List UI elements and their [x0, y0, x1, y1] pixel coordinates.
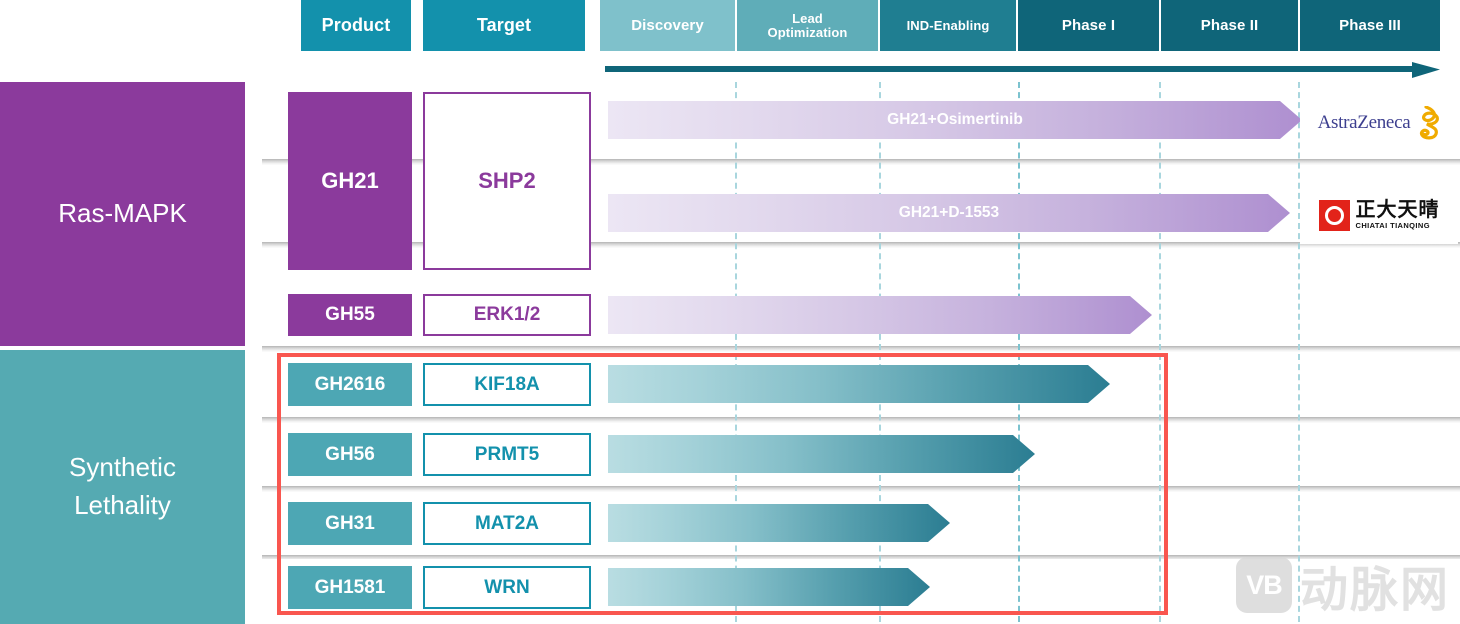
row-separator — [262, 346, 1460, 352]
target-cell-mat2a[interactable]: MAT2A — [423, 502, 591, 545]
category-block-ras-mapk: Ras-MAPK — [0, 82, 245, 346]
target-cell-prmt5[interactable]: PRMT5 — [423, 433, 591, 476]
column-header-product-label: Product — [321, 15, 391, 36]
product-cell-gh56[interactable]: GH56 — [288, 433, 412, 476]
partner-logo-chiatai-tianqing: 正大天晴 CHIATAI TIANQING — [1300, 186, 1458, 244]
column-header-target: Target — [423, 0, 585, 51]
bar-gh2616-kif18a[interactable] — [608, 365, 1110, 403]
gridline-0 — [735, 82, 737, 622]
bar-gh1581-wrn[interactable] — [608, 568, 930, 606]
phase-header-phase-ii[interactable]: Phase II — [1161, 0, 1298, 51]
row-separator — [262, 242, 1460, 248]
timeline-axis-arrow — [605, 62, 1440, 78]
row-separator — [262, 159, 1460, 165]
gridline-3 — [1159, 82, 1161, 622]
bar-gh55-erk12[interactable] — [608, 296, 1152, 334]
bar-gh21-osimertinib[interactable]: GH21+Osimertinib — [608, 101, 1302, 139]
row-separator — [262, 417, 1460, 423]
watermark-text: 动脉网 — [1299, 564, 1450, 617]
product-cell-gh1581[interactable]: GH1581 — [288, 566, 412, 609]
phase-header-ind-enabling[interactable]: IND-Enabling — [880, 0, 1016, 51]
partner-logo-astrazeneca: AstraZeneca — [1300, 92, 1458, 154]
product-cell-gh31[interactable]: GH31 — [288, 502, 412, 545]
watermark-vb-logo: VB — [1235, 557, 1292, 613]
bar-gh31-mat2a[interactable] — [608, 504, 950, 542]
column-header-target-label: Target — [476, 15, 532, 36]
bar-gh56-prmt5[interactable] — [608, 435, 1035, 473]
astrazeneca-ribbon-icon — [1420, 106, 1440, 140]
column-header-product: Product — [301, 0, 411, 51]
row-separator — [262, 486, 1460, 492]
gridline-4 — [1298, 82, 1300, 622]
category-label: Ras-MAPK — [58, 198, 187, 229]
row-separator — [262, 555, 1460, 561]
product-cell-gh21[interactable]: GH21 — [288, 92, 412, 270]
target-cell-wrn[interactable]: WRN — [423, 566, 591, 609]
astrazeneca-wordmark: AstraZeneca — [1317, 112, 1411, 133]
phase-header-phase-iii[interactable]: Phase III — [1300, 0, 1440, 51]
target-cell-kif18a[interactable]: KIF18A — [423, 363, 591, 406]
phase-header-discovery[interactable]: Discovery — [600, 0, 735, 51]
product-cell-gh2616[interactable]: GH2616 — [288, 363, 412, 406]
chiatai-cn-name: 正大天晴 — [1355, 199, 1440, 222]
chiatai-mark-icon — [1318, 199, 1350, 231]
gridline-1 — [879, 82, 881, 622]
chiatai-en-name: CHIATAI TIANQING — [1355, 221, 1430, 231]
bar-gh21-d1553[interactable]: GH21+D-1553 — [608, 194, 1290, 232]
target-cell-shp2[interactable]: SHP2 — [423, 92, 591, 270]
product-cell-gh55[interactable]: GH55 — [288, 294, 412, 336]
watermark: VB 动脉网 — [1235, 550, 1450, 620]
phase-header-phase-i[interactable]: Phase I — [1018, 0, 1159, 51]
target-cell-erk12[interactable]: ERK1/2 — [423, 294, 591, 336]
gridline-2 — [1018, 82, 1020, 622]
